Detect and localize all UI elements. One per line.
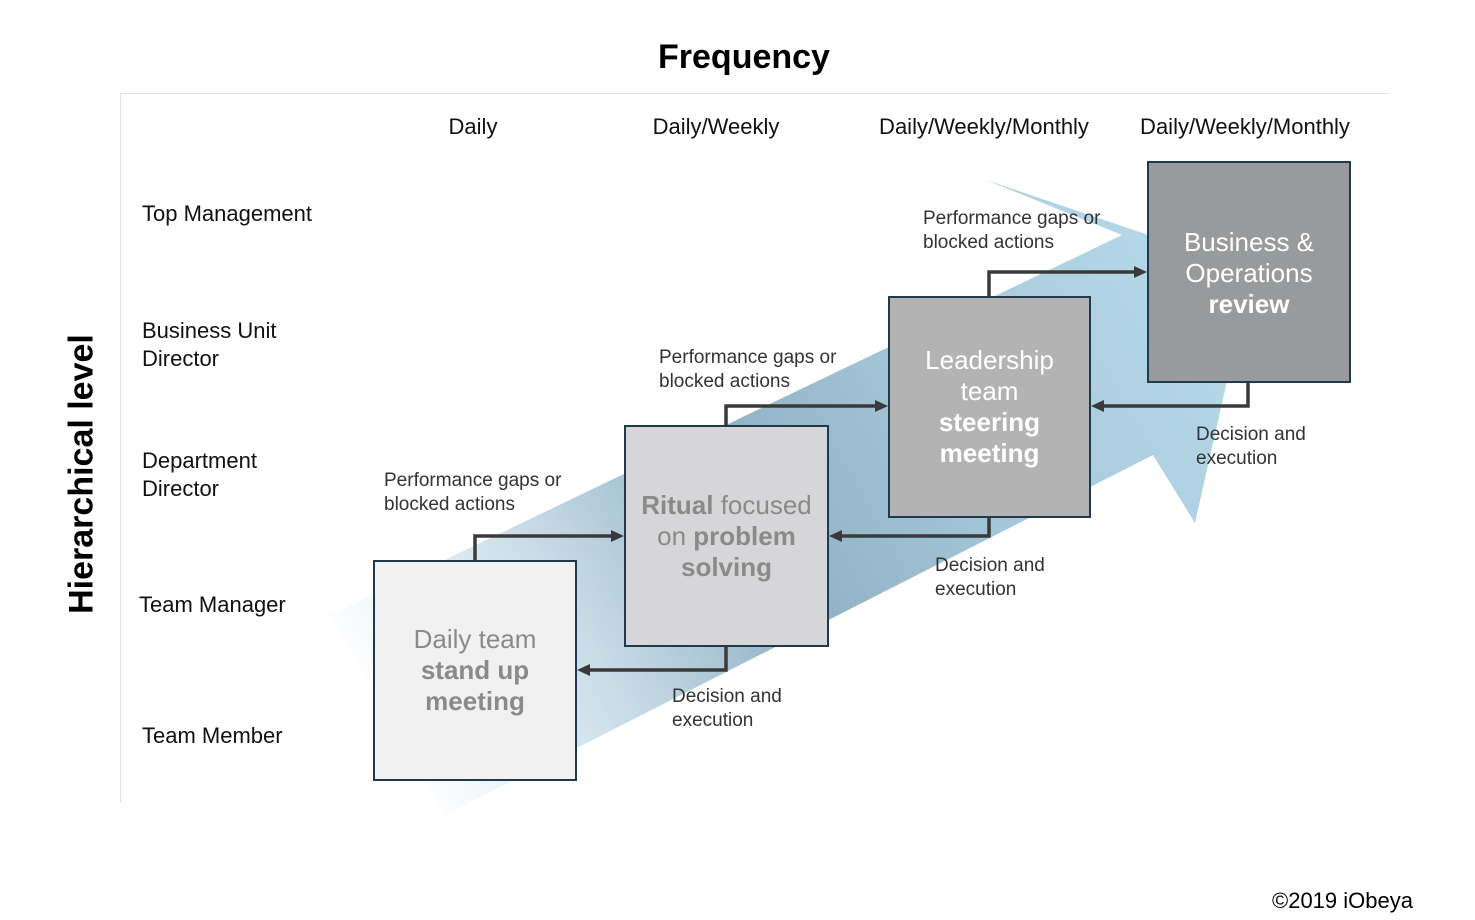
box3-text-normal: Leadership team: [925, 345, 1054, 406]
escalation-connector-2: [724, 404, 876, 425]
ritual-box-business-operations-review: Business & Operations review: [1147, 161, 1351, 383]
frequency-header-1: Daily: [448, 114, 498, 139]
arrowhead-right-2: [875, 400, 888, 412]
escalation-connector-1: [473, 534, 612, 560]
arrowhead-right-1: [611, 530, 624, 542]
escalation-label-1: Performance gaps or blocked actions: [384, 470, 562, 515]
level-business-unit-director: Business Unit Director: [142, 318, 277, 371]
y-axis-label: Hierarchical level: [62, 334, 101, 614]
level-department-director: Department Director: [142, 448, 257, 501]
box2-text-normal: focused on: [657, 489, 812, 551]
frequency-header-4: Daily/Weekly/Monthly: [1140, 114, 1350, 139]
frequency-header-3: Daily/Weekly/Monthly: [879, 114, 1089, 139]
frame-top-line: [120, 93, 1388, 94]
box3-text-bold: steering meeting: [938, 407, 1041, 468]
decision-label-2: Decision and execution: [935, 555, 1045, 600]
escalation-label-3: Performance gaps or blocked actions: [923, 208, 1101, 253]
frequency-header-2: Daily/Weekly: [652, 114, 780, 139]
level-team-member: Team Member: [142, 723, 283, 748]
frame-left-line: [120, 93, 121, 803]
arrowhead-left-2: [829, 530, 842, 542]
arrowhead-left-1: [577, 664, 590, 676]
level-top-management: Top Management: [142, 201, 312, 226]
box1-text-normal: Daily team: [413, 624, 537, 654]
diagram-title: Frequency: [658, 38, 830, 76]
decision-label-3: Decision and execution: [1196, 424, 1306, 469]
arrowhead-left-3: [1091, 400, 1104, 412]
arrowhead-right-3: [1134, 266, 1147, 278]
escalation-connector-3: [987, 270, 1135, 296]
box4-text-normal: Business & Operations: [1183, 227, 1315, 288]
box2-text-bold-1: Ritual: [641, 489, 714, 520]
decision-connector-2: [842, 518, 991, 538]
decision-connector-1: [590, 647, 728, 672]
decision-label-1: Decision and execution: [672, 686, 782, 731]
box1-text-bold: stand up meeting: [420, 655, 530, 716]
copyright-notice: ©2019 iObeya: [1272, 888, 1413, 913]
ritual-box-leadership-steering: Leadership team steering meeting: [888, 296, 1091, 518]
ritual-box-problem-solving: Ritual focused on problem solving: [624, 425, 829, 647]
box2-text-bold-2: problem solving: [680, 520, 796, 582]
decision-connector-3: [1104, 383, 1250, 408]
ritual-box-daily-standup: Daily team stand up meeting: [373, 560, 577, 781]
escalation-label-2: Performance gaps or blocked actions: [659, 347, 837, 392]
box4-text-bold: review: [1208, 289, 1290, 319]
level-team-manager: Team Manager: [139, 592, 286, 617]
